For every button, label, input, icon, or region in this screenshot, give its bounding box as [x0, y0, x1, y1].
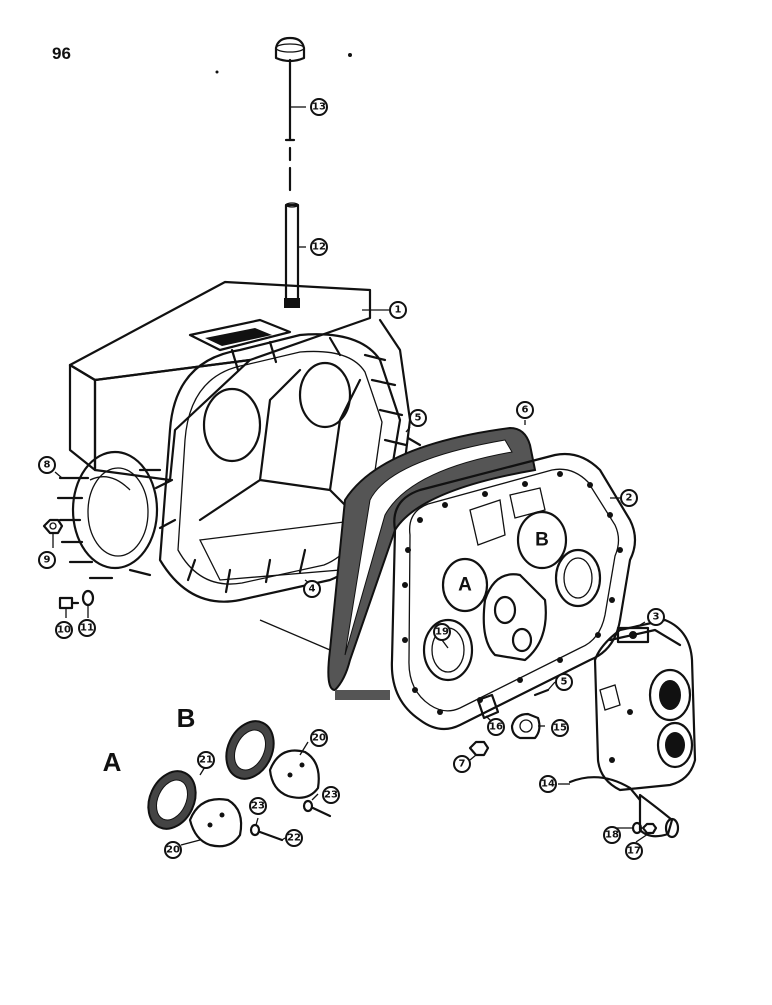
svg-text:1: 1	[395, 305, 402, 316]
callout-22: 22	[285, 829, 303, 847]
callout-4: 4	[303, 580, 321, 598]
callout-23-a: 23	[249, 797, 267, 815]
callout-10: 10	[55, 621, 73, 639]
view-letter-b: B	[177, 703, 196, 733]
svg-text:13: 13	[312, 102, 326, 113]
callout-3: 3	[647, 608, 665, 626]
nut-7	[468, 740, 490, 757]
svg-text:14: 14	[541, 779, 555, 790]
pump-housing-3	[593, 618, 697, 792]
gasket-15	[510, 712, 541, 740]
callout-6: 6	[516, 401, 534, 419]
dipstick-tube	[284, 202, 300, 308]
callout-16: 16	[487, 718, 505, 736]
callout-17: 17	[625, 842, 643, 860]
callout-21: 21	[197, 751, 215, 769]
callout-2: 2	[620, 489, 638, 507]
nut-17	[641, 822, 658, 835]
gasket-21-a	[147, 770, 197, 830]
callout-20-b: 20	[310, 729, 328, 747]
plate-letter-b-bg	[528, 526, 556, 554]
svg-text:15: 15	[553, 723, 567, 734]
svg-text:3: 3	[653, 612, 660, 623]
callout-7: 7	[453, 755, 471, 773]
callout-5-top: 5	[409, 409, 427, 427]
callout-1: 1	[389, 301, 407, 319]
svg-text:7: 7	[459, 759, 466, 770]
nut-9	[42, 518, 64, 535]
callout-12: 12	[310, 238, 328, 256]
dowel-pin	[406, 436, 422, 447]
callout-19: 19	[433, 623, 451, 641]
dipstick	[274, 36, 306, 192]
svg-text:10: 10	[57, 625, 71, 636]
svg-text:9: 9	[44, 555, 51, 566]
svg-text:2: 2	[626, 493, 633, 504]
view-letter-a: A	[103, 747, 122, 777]
plate-letter-b: B	[535, 530, 549, 551]
cover-20-a	[188, 798, 243, 848]
callout-11: 11	[78, 619, 96, 637]
svg-text:19: 19	[435, 627, 449, 638]
plate-letter-a: A	[458, 575, 472, 596]
speck	[215, 70, 219, 74]
elbow-tube-14	[568, 776, 680, 839]
washer-23-a	[249, 823, 284, 842]
svg-text:5: 5	[415, 413, 422, 424]
transmission-housing	[68, 280, 412, 603]
dowel-pin	[533, 688, 550, 697]
washer-11	[81, 589, 95, 607]
svg-text:4: 4	[309, 584, 316, 595]
svg-text:20: 20	[312, 733, 326, 744]
svg-text:12: 12	[312, 242, 326, 253]
svg-text:16: 16	[489, 722, 503, 733]
washer-23-b	[302, 799, 332, 818]
gasket-21-b	[225, 720, 275, 780]
fitting-16	[476, 693, 500, 720]
svg-text:22: 22	[287, 833, 301, 844]
callout-5-bottom: 5	[555, 673, 573, 691]
callout-23-b: 23	[322, 786, 340, 804]
housing-studs	[56, 336, 408, 594]
svg-text:17: 17	[627, 846, 641, 857]
callout-14: 14	[539, 775, 557, 793]
page-number: 96	[52, 44, 71, 63]
callout-8: 8	[38, 456, 56, 474]
svg-text:23: 23	[324, 790, 338, 801]
plug-10	[58, 596, 80, 610]
callout-13: 13	[310, 98, 328, 116]
svg-text:21: 21	[199, 755, 213, 766]
speck	[348, 53, 352, 57]
svg-text:6: 6	[522, 405, 529, 416]
plate-letter-a-bg	[451, 571, 479, 599]
callout-20-a: 20	[164, 841, 182, 859]
callout-15: 15	[551, 719, 569, 737]
callout-9: 9	[38, 551, 56, 569]
svg-text:11: 11	[80, 623, 94, 634]
cover-plate-2	[390, 452, 637, 731]
svg-text:23: 23	[251, 801, 265, 812]
cover-20-b	[268, 749, 320, 799]
svg-text:5: 5	[561, 677, 568, 688]
svg-text:8: 8	[44, 460, 51, 471]
svg-text:18: 18	[605, 830, 619, 841]
callout-18: 18	[603, 826, 621, 844]
svg-text:20: 20	[166, 845, 180, 856]
gasket-6	[327, 426, 537, 700]
